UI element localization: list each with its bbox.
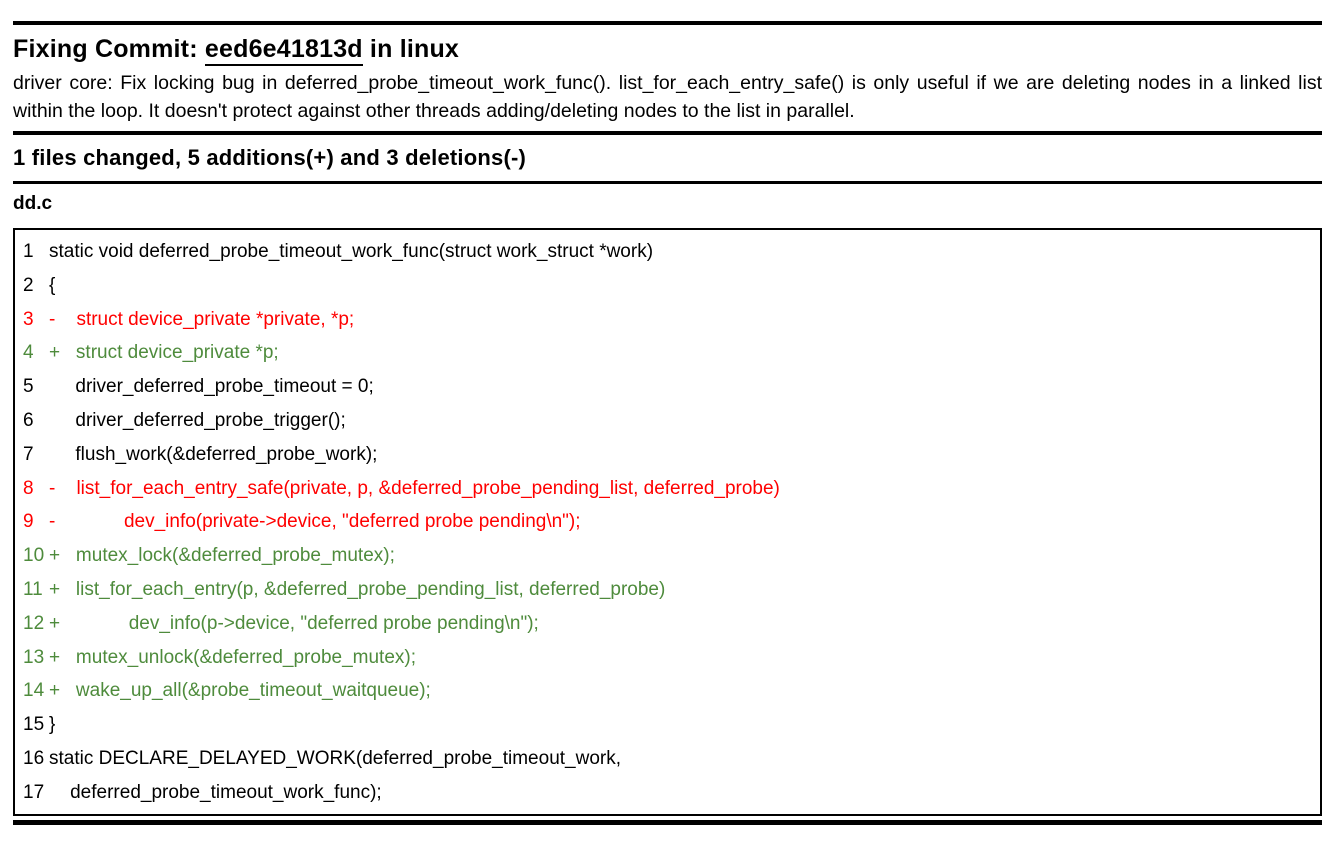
line-code: + mutex_lock(&deferred_probe_mutex); bbox=[49, 545, 395, 567]
line-code: - struct device_private *private, *p; bbox=[49, 308, 355, 330]
line-code: + dev_info(p->device, "deferred probe pe… bbox=[49, 612, 539, 634]
code-line: 3 - struct device_private *private, *p; bbox=[23, 303, 1312, 337]
code-line: 11 + list_for_each_entry(p, &deferred_pro… bbox=[23, 573, 1312, 607]
line-number: 9 bbox=[23, 511, 34, 533]
line-number: 8 bbox=[23, 477, 34, 499]
line-number: 6 bbox=[23, 409, 34, 431]
line-code: - list_for_each_entry_safe(private, p, &… bbox=[49, 477, 780, 499]
code-line: 7 flush_work(&deferred_probe_work); bbox=[23, 438, 1312, 472]
line-code: + mutex_unlock(&deferred_probe_mutex); bbox=[49, 646, 417, 668]
code-line: 1 static void deferred_probe_timeout_work… bbox=[23, 235, 1312, 269]
line-number: 5 bbox=[23, 376, 34, 398]
code-line: 8 - list_for_each_entry_safe(private, p, … bbox=[23, 472, 1312, 506]
code-line: 12+ dev_info(p->device, "deferred probe … bbox=[23, 607, 1312, 641]
line-code: - dev_info(private->device, "deferred pr… bbox=[49, 511, 581, 533]
line-code: static void deferred_probe_timeout_work_… bbox=[49, 241, 654, 262]
line-number: 12 bbox=[23, 612, 45, 634]
line-code: flush_work(&deferred_probe_work); bbox=[49, 443, 378, 465]
line-number: 16 bbox=[23, 747, 45, 769]
line-code: deferred_probe_timeout_work_func); bbox=[49, 781, 382, 803]
commit-description: driver core: Fix locking bug in deferred… bbox=[13, 72, 1322, 122]
line-number: 15 bbox=[23, 714, 45, 736]
line-number: 17 bbox=[23, 781, 45, 803]
file-name: dd.c bbox=[13, 193, 53, 214]
code-line: 13+ mutex_unlock(&deferred_probe_mutex); bbox=[23, 641, 1312, 675]
commit-page: Fixing Commit: eed6e41813d in linux driv… bbox=[0, 21, 1329, 825]
line-code: + struct device_private *p; bbox=[49, 342, 279, 364]
commit-hash-link[interactable]: eed6e41813d bbox=[204, 35, 363, 66]
code-line: 6 driver_deferred_probe_trigger(); bbox=[23, 404, 1312, 438]
code-line: 14+ wake_up_all(&probe_timeout_waitqueue… bbox=[23, 674, 1312, 708]
line-number: 11 bbox=[23, 578, 43, 600]
code-line: 10+ mutex_lock(&deferred_probe_mutex); bbox=[23, 539, 1312, 573]
line-number: 7 bbox=[23, 443, 34, 465]
line-number: 3 bbox=[23, 308, 34, 330]
line-number: 1 bbox=[23, 241, 34, 262]
page-title: Fixing Commit: eed6e41813d in linux bbox=[13, 34, 1322, 66]
code-line: 2{ bbox=[23, 269, 1312, 303]
code-line: 17 deferred_probe_timeout_work_func); bbox=[23, 776, 1312, 810]
diff-stats: 1 files changed, 5 additions(+) and 3 de… bbox=[13, 145, 527, 170]
stats-bottom-divider bbox=[13, 181, 1322, 184]
line-number: 4 bbox=[23, 342, 34, 364]
line-number: 13 bbox=[23, 646, 45, 668]
line-code: { bbox=[49, 274, 56, 296]
code-line: 5 driver_deferred_probe_timeout = 0; bbox=[23, 370, 1312, 404]
line-number: 10 bbox=[23, 545, 45, 567]
line-code: driver_deferred_probe_trigger(); bbox=[49, 409, 346, 431]
line-code: static DECLARE_DELAYED_WORK(deferred_pro… bbox=[49, 747, 621, 769]
bottom-divider bbox=[13, 819, 1322, 825]
code-box: 1 static void deferred_probe_timeout_work… bbox=[13, 228, 1322, 816]
line-code: + wake_up_all(&probe_timeout_waitqueue); bbox=[49, 680, 431, 702]
line-code: driver_deferred_probe_timeout = 0; bbox=[49, 376, 374, 398]
title-prefix: Fixing Commit: bbox=[13, 35, 205, 63]
line-code: + list_for_each_entry(p, &deferred_probe… bbox=[49, 578, 666, 600]
title-suffix: in linux bbox=[362, 35, 460, 63]
code-line: 15} bbox=[23, 708, 1312, 742]
stats-top-divider bbox=[13, 131, 1322, 135]
top-divider bbox=[13, 21, 1322, 25]
code-line: 9 - dev_info(private->device, "deferred p… bbox=[23, 505, 1312, 539]
line-code: } bbox=[49, 714, 56, 736]
code-line: 4 + struct device_private *p; bbox=[23, 336, 1312, 370]
line-number: 2 bbox=[23, 274, 34, 296]
line-number: 14 bbox=[23, 680, 45, 702]
